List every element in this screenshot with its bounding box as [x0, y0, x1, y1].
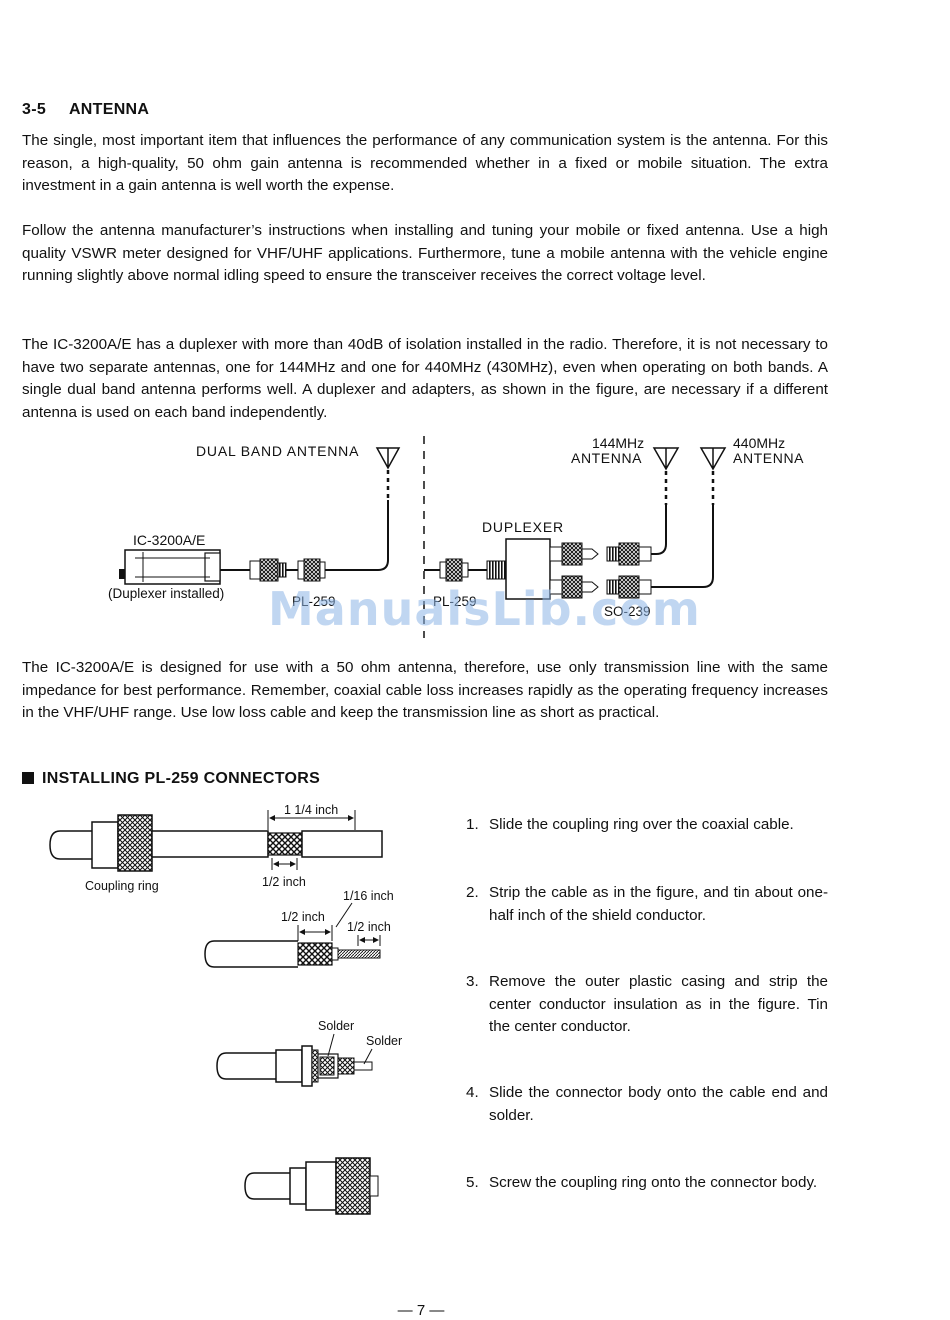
so239-adapter-lower — [549, 575, 652, 599]
solder-label-2: Solder — [366, 1034, 402, 1048]
dim-1-2-inch-a: 1/2 inch — [262, 875, 306, 889]
radio-label: IC-3200A/E — [133, 532, 205, 548]
antenna-144-icon — [652, 447, 680, 505]
so239-label: SO-239 — [604, 604, 651, 619]
section-number: 3-5 — [22, 101, 47, 118]
antenna-440-icon — [699, 447, 727, 505]
figure-step-2 — [204, 902, 381, 968]
paragraph-duplexer: The IC-3200A/E has a duplexer with more … — [22, 336, 828, 421]
watermark: ManualsLib.com — [268, 582, 701, 636]
page-number: — 7 — — [397, 1302, 445, 1319]
dim-1-2-inch-c: 1/2 inch — [347, 920, 391, 934]
step-4-text: Slide the connector body onto the cable … — [489, 1084, 828, 1124]
pl259-connector-2 — [297, 558, 326, 582]
step-2: 2. Strip the cable as in the figure, and… — [466, 882, 828, 927]
paragraph-intro: The single, most important item that inf… — [22, 132, 828, 194]
antenna-440-label: ANTENNA — [733, 450, 804, 466]
step-1-text: Slide the coupling ring over the coaxial… — [489, 816, 794, 833]
radio-note: (Duplexer installed) — [108, 586, 224, 601]
step-4: 4. Slide the connector body onto the cab… — [466, 1082, 828, 1127]
section-title: ANTENNA — [68, 101, 150, 118]
paragraph-impedance: The IC-3200A/E is designed for use with … — [22, 659, 828, 721]
pl259-connector-1 — [249, 558, 287, 582]
duplexer-label: DUPLEXER — [482, 519, 564, 535]
solder-label-1: Solder — [318, 1019, 354, 1033]
dim-1-16-inch: 1/16 inch — [343, 889, 394, 903]
section-heading: 3-5 ANTENNA — [22, 101, 149, 119]
dual-band-antenna-label: DUAL BAND ANTENNA — [196, 443, 359, 459]
antenna-144-label: ANTENNA — [571, 450, 642, 466]
step-2-number: 2. — [466, 884, 479, 901]
pl259-installation-diagram: 1 1/4 inch 1/2 inch Coupling ring 1/16 i… — [49, 803, 402, 1215]
radio-unit — [119, 549, 221, 585]
step-5: 5. Screw the coupling ring onto the conn… — [466, 1172, 828, 1195]
paragraph-installation: Follow the antenna manufacturer’s instru… — [22, 222, 828, 284]
figure-step-5 — [244, 1157, 379, 1215]
dim-1-2-inch-b: 1/2 inch — [281, 910, 325, 924]
square-bullet-icon — [22, 772, 34, 784]
step-5-text: Screw the coupling ring onto the connect… — [489, 1174, 818, 1191]
installing-title: INSTALLING PL-259 CONNECTORS — [42, 770, 321, 787]
dim-1-1-4-inch: 1 1/4 inch — [284, 803, 338, 817]
step-3: 3. Remove the outer plastic casing and s… — [466, 971, 828, 1039]
so239-adapter-upper — [549, 542, 652, 566]
pl259-label-a: PL-259 — [292, 594, 336, 609]
step-1-number: 1. — [466, 816, 479, 833]
step-5-number: 5. — [466, 1174, 479, 1191]
step-2-text: Strip the cable as in the figure, and ti… — [489, 884, 828, 924]
dual-band-antenna-icon — [375, 447, 401, 500]
installing-heading: INSTALLING PL-259 CONNECTORS — [22, 770, 320, 788]
step-1: 1. Slide the coupling ring over the coax… — [466, 814, 828, 837]
antenna-144-freq: 144MHz — [592, 435, 644, 451]
antenna-connection-diagram: DUAL BAND ANTENNA IC-3200A/E (Duplexer i… — [108, 435, 804, 638]
figure-step-1 — [49, 810, 383, 872]
figure-step-3 — [216, 1033, 373, 1087]
coupling-ring-label: Coupling ring — [85, 879, 159, 893]
duplexer-box — [505, 538, 551, 600]
step-4-number: 4. — [466, 1084, 479, 1101]
antenna-440-freq: 440MHz — [733, 435, 785, 451]
step-3-number: 3. — [466, 973, 479, 990]
step-3-text: Remove the outer plastic casing and stri… — [489, 973, 828, 1035]
pl259-label-b: PL-259 — [433, 594, 477, 609]
pl259-connector-3 — [439, 558, 469, 582]
